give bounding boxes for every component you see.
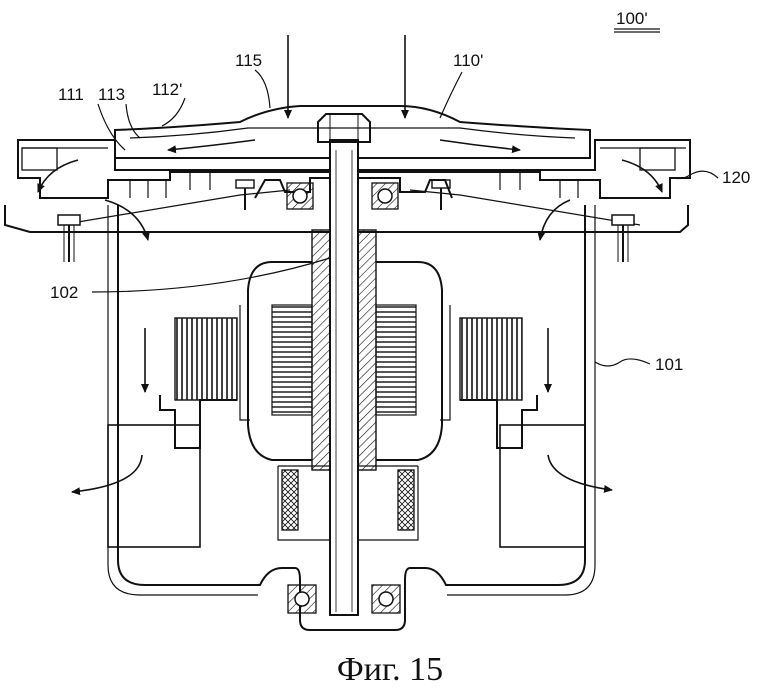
bracket-ribs — [129, 172, 579, 198]
guide-plate — [59, 189, 641, 226]
commutator-right — [397, 469, 415, 531]
commutator-left — [281, 469, 299, 531]
motor-housing — [117, 205, 586, 631]
label-113: 113 — [98, 85, 125, 104]
airflow-arrows — [37, 35, 663, 496]
brush-holder-left — [107, 424, 201, 548]
shaft-sleeve-right — [357, 229, 377, 471]
motor-shaft — [329, 139, 359, 616]
fan-cover-inner-wall — [129, 127, 576, 139]
figure-caption: Фиг. 15 — [337, 651, 443, 688]
rotor-windings-right — [375, 304, 417, 416]
label-110: 110' — [453, 51, 483, 70]
shaft-sleeve-left — [311, 229, 331, 471]
motor-housing-inner — [107, 205, 596, 596]
rotor-windings-left — [271, 304, 313, 416]
bracket-slot-right — [639, 147, 676, 171]
brush-holder-right — [499, 424, 586, 548]
screw-left — [57, 214, 81, 262]
stator-bracket-left — [159, 395, 237, 449]
label-115: 115 — [235, 51, 262, 70]
screw-inner-left — [235, 179, 255, 210]
label-112: 112' — [152, 80, 182, 99]
stator-left — [174, 317, 238, 401]
rotor-core — [247, 261, 443, 461]
stator-bracket-right — [460, 395, 538, 449]
leader-lines — [91, 69, 719, 367]
upper-bearing-right — [371, 182, 399, 210]
stator-right — [459, 317, 523, 401]
label-fig-ref: 100' — [616, 9, 648, 28]
label-111: 111 — [58, 85, 84, 104]
label-102: 102 — [50, 283, 78, 302]
bracket-frame — [17, 139, 691, 199]
label-120: 120 — [722, 168, 750, 187]
screw-right — [611, 214, 635, 262]
label-101: 101 — [655, 355, 683, 374]
shaft-nut — [317, 113, 371, 143]
bracket-slot-left — [21, 147, 58, 171]
fan-cover — [114, 105, 591, 159]
